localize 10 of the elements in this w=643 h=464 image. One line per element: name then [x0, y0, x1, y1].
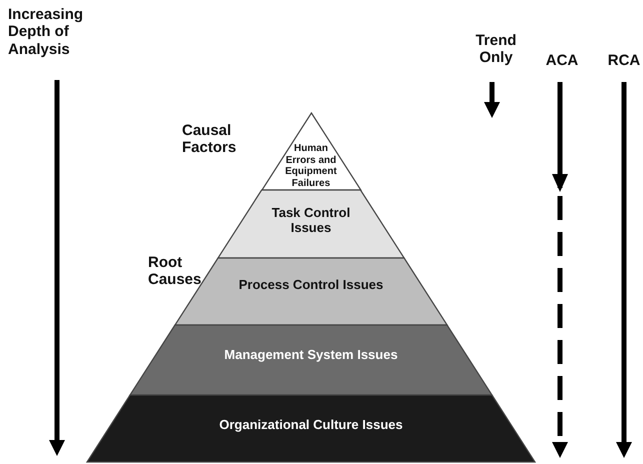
band-label: Management System Issues	[223, 348, 399, 363]
annotation-label: Trend Only	[474, 32, 518, 66]
band-label: Human Errors and Equipment Failures	[284, 143, 338, 189]
band-label: Organizational Culture Issues	[218, 418, 404, 433]
band-label: Task Control Issues	[270, 206, 352, 236]
annotation-label: Increasing Depth of Analysis	[8, 6, 84, 58]
annotation-label: RCA	[606, 52, 642, 70]
annotation-label: ACA	[544, 52, 580, 70]
annotation-label: Causal Factors	[182, 122, 238, 156]
annotation-label: Root Causes	[148, 254, 202, 288]
